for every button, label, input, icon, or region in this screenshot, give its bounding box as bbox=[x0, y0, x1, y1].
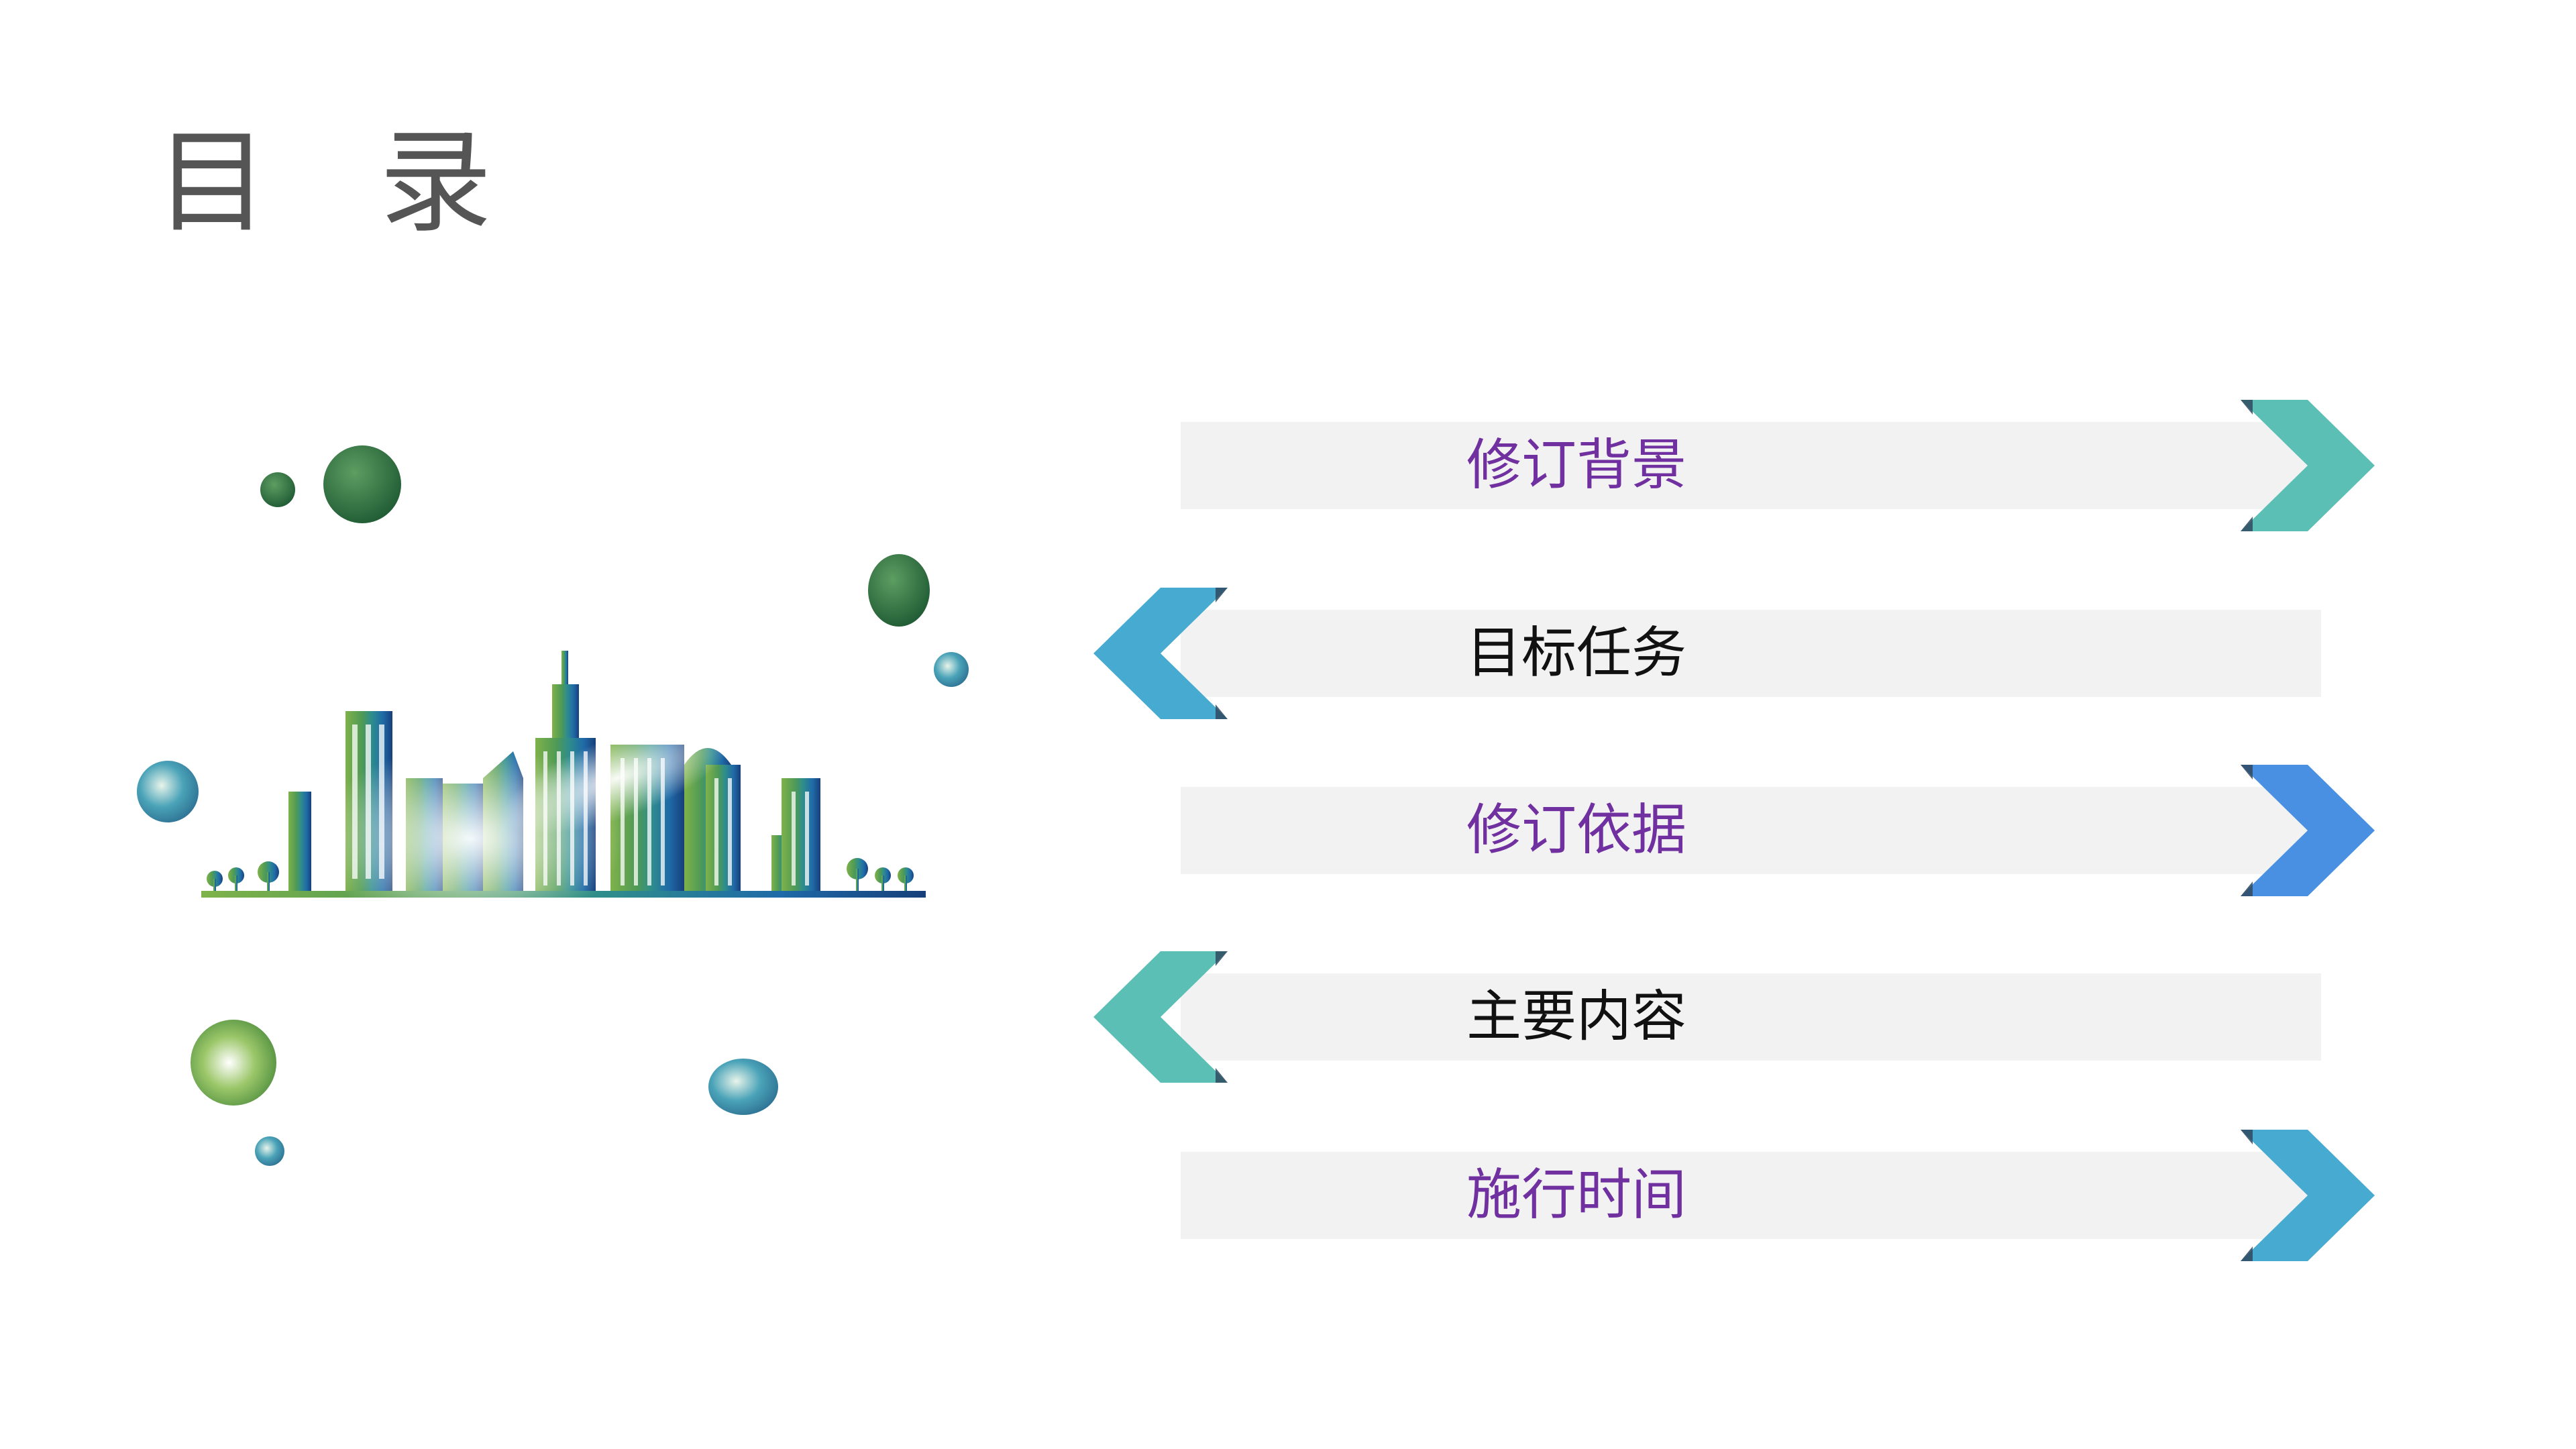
toc-label: 修订依据 bbox=[1466, 798, 1686, 862]
toc-bar bbox=[1181, 422, 2321, 509]
decorative-dot bbox=[934, 652, 969, 687]
toc-bar bbox=[1181, 787, 2321, 874]
decorative-dot bbox=[137, 761, 199, 822]
chevron-right-icon bbox=[2241, 1130, 2375, 1261]
toc-label: 施行时间 bbox=[1466, 1163, 1686, 1227]
toc-label: 目标任务 bbox=[1466, 621, 1686, 685]
toc-item-3[interactable]: 修订依据 bbox=[1181, 765, 2375, 896]
toc-bar bbox=[1181, 610, 2321, 697]
toc-label: 修订背景 bbox=[1466, 433, 1686, 497]
chevron-left-icon bbox=[1093, 588, 1228, 719]
decorative-dot bbox=[708, 1059, 778, 1115]
decorative-dot bbox=[868, 554, 930, 627]
toc-item-1[interactable]: 修订背景 bbox=[1181, 400, 2375, 531]
chevron-right-icon bbox=[2241, 765, 2375, 896]
light-flare bbox=[502, 722, 732, 835]
decorative-dot bbox=[191, 1020, 276, 1106]
toc-item-2[interactable]: 目标任务 bbox=[1093, 588, 2321, 719]
toc-item-5[interactable]: 施行时间 bbox=[1181, 1130, 2375, 1261]
chevron-left-icon bbox=[1093, 951, 1228, 1083]
decorative-dot bbox=[255, 1136, 284, 1166]
toc-item-4[interactable]: 主要内容 bbox=[1093, 951, 2321, 1083]
chevron-right-icon bbox=[2241, 400, 2375, 531]
decorative-dot bbox=[323, 445, 401, 523]
toc-bar bbox=[1181, 1152, 2321, 1239]
toc-bar bbox=[1181, 973, 2321, 1061]
city-skyline-illustration bbox=[137, 445, 969, 1166]
decorative-dot bbox=[260, 472, 295, 507]
toc-label: 主要内容 bbox=[1466, 985, 1686, 1049]
page-title: 目 录 bbox=[156, 117, 530, 248]
